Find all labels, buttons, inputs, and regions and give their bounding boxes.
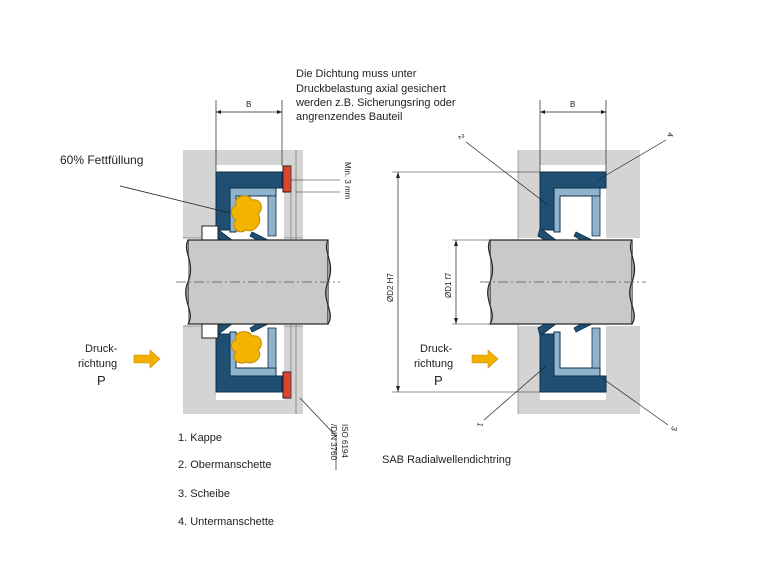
- legend-item-4: 4. Untermanschette: [178, 516, 274, 528]
- legend-item-3: 3. Scheibe: [178, 488, 230, 500]
- right-seal-top: [537, 171, 607, 244]
- dim-shaft: ØD1 f7: [444, 272, 453, 298]
- callout-3: 3: [669, 426, 679, 432]
- standard-line-2: /DIN 3760: [329, 424, 338, 461]
- dim-min-gap: Min. 3 mm: [343, 162, 352, 200]
- retaining-ring-top: [282, 165, 292, 193]
- fill-label: 60% Fettfüllung: [60, 153, 143, 167]
- left-shaft: [176, 239, 340, 325]
- pressure-label-left-1: Druck-: [85, 343, 118, 355]
- pressure-label-right-2: richtung: [414, 358, 453, 370]
- pressure-symbol-right: P: [434, 373, 443, 388]
- pressure-arrow-right: [471, 349, 499, 369]
- callout-1: 1: [475, 422, 485, 428]
- right-shaft: [480, 239, 646, 325]
- callout-2: 2: [456, 133, 466, 142]
- left-seal-top: [213, 171, 283, 244]
- note-line-4: angrenzendes Bauteil: [296, 111, 402, 123]
- pressure-arrow-left: [133, 349, 161, 369]
- dim-bore: ØD2 H7: [386, 273, 395, 302]
- pressure-label-right-1: Druck-: [420, 343, 453, 355]
- note-line-1: Die Dichtung muss unter: [296, 68, 417, 80]
- callout-4: 4: [665, 132, 675, 138]
- legend-item-1: 1. Kappe: [178, 432, 222, 444]
- retaining-ring-bottom: [282, 371, 292, 399]
- note-line-3: werden z.B. Sicherungsring oder: [295, 97, 456, 109]
- legend-item-2: 2. Obermanschette: [178, 459, 272, 471]
- grease-bottom: [230, 331, 262, 364]
- grease-top: [230, 195, 262, 233]
- note-line-2: Druckbelastung axial gesichert: [296, 83, 446, 95]
- dim-b-left: B: [246, 100, 251, 109]
- pressure-label-left-2: richtung: [78, 358, 117, 370]
- right-assembly: [392, 100, 669, 426]
- dim-b-right: B: [570, 100, 575, 109]
- caption: SAB Radialwellendichtring: [382, 454, 511, 466]
- standard-line-1: ISO 6194: [340, 424, 349, 458]
- left-seal-bottom: [213, 320, 283, 393]
- left-assembly: [176, 100, 340, 414]
- pressure-symbol-left: P: [97, 373, 106, 388]
